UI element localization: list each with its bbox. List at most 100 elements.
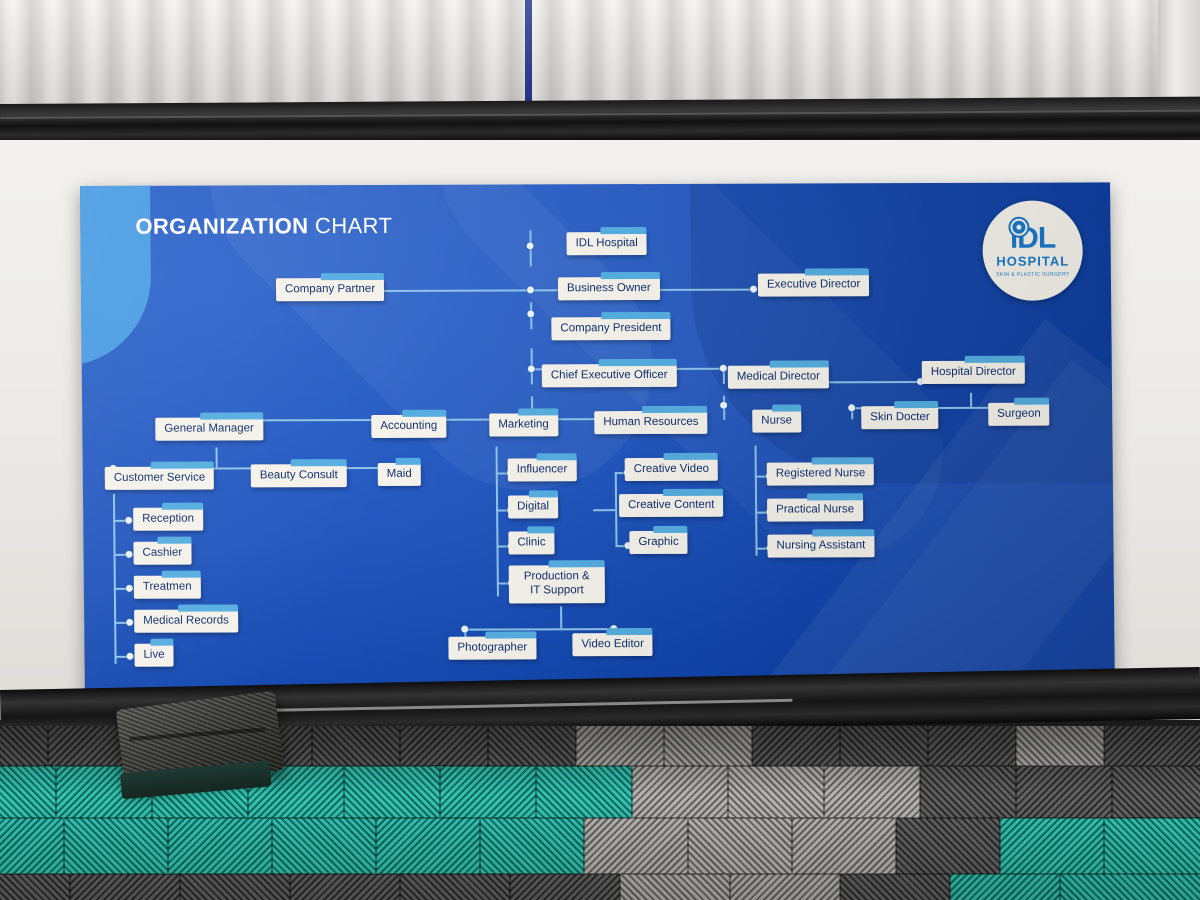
- node-beauty-consult[interactable]: Beauty Consult: [250, 459, 347, 488]
- connector-dot: [126, 618, 134, 626]
- connector-dot: [848, 404, 856, 412]
- node-label: Surgeon: [997, 407, 1041, 420]
- node-label: Maid: [386, 467, 412, 480]
- node-business-owner[interactable]: Business Owner: [557, 271, 660, 301]
- node-label: Treatmen: [142, 580, 192, 593]
- connector: [754, 445, 758, 556]
- connector-dot: [126, 652, 134, 660]
- connector: [593, 509, 616, 511]
- connector-dot: [749, 285, 758, 293]
- connector-dot: [125, 550, 133, 558]
- node-label: Creative Content: [628, 498, 715, 512]
- node-label: Skin Docter: [870, 411, 930, 424]
- node-label: Creative Video: [633, 462, 710, 476]
- connector-dot: [527, 365, 535, 373]
- node-treatmen[interactable]: Treatmen: [133, 570, 201, 600]
- node-company-partner[interactable]: Company Partner: [275, 272, 385, 302]
- node-label: Customer Service: [113, 471, 206, 484]
- node-production-it-support[interactable]: Production & IT Support: [508, 560, 606, 604]
- node-label: Practical Nurse: [776, 503, 855, 516]
- connector-dot: [125, 584, 133, 592]
- node-label: Video Editor: [581, 638, 644, 651]
- node-practical-nurse[interactable]: Practical Nurse: [767, 493, 864, 522]
- node-label: Nurse: [761, 414, 793, 427]
- node-live[interactable]: Live: [134, 638, 174, 668]
- connector: [614, 472, 617, 547]
- node-company-president[interactable]: Company President: [551, 311, 671, 341]
- connector-dot: [526, 242, 534, 250]
- title-bold: ORGANIZATION: [135, 213, 309, 239]
- node-label: Graphic: [638, 535, 679, 549]
- logo-name: HOSPITAL: [996, 253, 1070, 270]
- node-general-manager[interactable]: General Manager: [155, 412, 263, 441]
- node-label: Company Partner: [284, 282, 376, 296]
- page-title: ORGANIZATION CHART: [135, 213, 392, 240]
- node-photographer[interactable]: Photographer: [448, 631, 537, 660]
- node-label: Nursing Assistant: [776, 539, 866, 552]
- node-label: Influencer: [516, 463, 568, 476]
- corrugated-metal-wall: [0, 0, 1200, 108]
- node-label: Cashier: [142, 546, 183, 559]
- node-label: Medical Director: [736, 370, 820, 383]
- connector: [560, 606, 562, 629]
- node-label: Chief Executive Officer: [550, 368, 668, 382]
- node-hospital-director[interactable]: Hospital Director: [921, 355, 1025, 385]
- idl-hospital-logo: iDL HOSPITAL SKIN & PLASTIC SURGERY: [982, 200, 1084, 301]
- node-idl-hospital[interactable]: IDL Hospital: [566, 227, 647, 256]
- node-label: Human Resources: [603, 415, 699, 429]
- node-customer-service[interactable]: Customer Service: [104, 461, 215, 491]
- node-creative-video[interactable]: Creative Video: [624, 452, 719, 482]
- node-label: Clinic: [517, 536, 546, 549]
- node-label: Registered Nurse: [775, 467, 866, 480]
- connector: [970, 392, 972, 407]
- node-graphic[interactable]: Graphic: [629, 525, 688, 555]
- node-label: Company President: [560, 321, 662, 335]
- node-video-editor[interactable]: Video Editor: [572, 627, 653, 657]
- logo-tagline: SKIN & PLASTIC SURGERY: [996, 271, 1070, 278]
- node-digital[interactable]: Digital: [507, 490, 559, 519]
- node-label: General Manager: [164, 422, 254, 435]
- node-label: Live: [143, 648, 165, 661]
- node-clinic[interactable]: Clinic: [508, 526, 555, 555]
- organization-chart-poster: ORGANIZATION CHART iDL HOSPITAL SKIN & P…: [80, 182, 1116, 706]
- node-nursing-assistant[interactable]: Nursing Assistant: [767, 529, 875, 558]
- node-human-resources[interactable]: Human Resources: [594, 405, 708, 435]
- node-medical-director[interactable]: Medical Director: [727, 360, 830, 389]
- node-label: Medical Records: [143, 614, 229, 627]
- node-influencer[interactable]: Influencer: [507, 453, 577, 482]
- connector-dot: [527, 310, 535, 318]
- connector-dot: [461, 625, 469, 633]
- connector-dot: [125, 516, 133, 524]
- connector: [371, 289, 532, 292]
- node-label: Photographer: [457, 641, 528, 654]
- gear-icon: [1012, 220, 1026, 234]
- node-marketing[interactable]: Marketing: [489, 408, 558, 437]
- connector: [215, 447, 218, 468]
- node-label: Executive Director: [766, 278, 861, 291]
- node-maid[interactable]: Maid: [377, 457, 421, 487]
- node-label: Marketing: [498, 418, 549, 431]
- node-nurse[interactable]: Nurse: [752, 404, 802, 433]
- node-registered-nurse[interactable]: Registered Nurse: [766, 457, 875, 486]
- connector-dot: [719, 364, 727, 372]
- node-skin-docter[interactable]: Skin Docter: [861, 401, 939, 430]
- node-reception[interactable]: Reception: [133, 502, 204, 532]
- node-label: Reception: [142, 512, 195, 525]
- connector-dot: [526, 286, 535, 294]
- node-surgeon[interactable]: Surgeon: [988, 397, 1050, 427]
- node-medical-records[interactable]: Medical Records: [134, 604, 238, 634]
- node-chief-executive-officer[interactable]: Chief Executive Officer: [541, 358, 677, 388]
- connector: [495, 446, 499, 597]
- node-label: Hospital Director: [930, 365, 1016, 379]
- node-executive-director[interactable]: Executive Director: [757, 268, 870, 297]
- node-cashier[interactable]: Cashier: [133, 536, 192, 566]
- connector-dot: [720, 401, 728, 409]
- node-creative-content[interactable]: Creative Content: [618, 488, 724, 518]
- node-label: Beauty Consult: [259, 469, 338, 482]
- node-accounting[interactable]: Accounting: [371, 409, 447, 439]
- node-label: Digital: [517, 500, 550, 513]
- node-label: Production & IT Support: [523, 570, 590, 597]
- decor-capsule-2: [396, 182, 987, 602]
- node-label: Accounting: [380, 419, 438, 432]
